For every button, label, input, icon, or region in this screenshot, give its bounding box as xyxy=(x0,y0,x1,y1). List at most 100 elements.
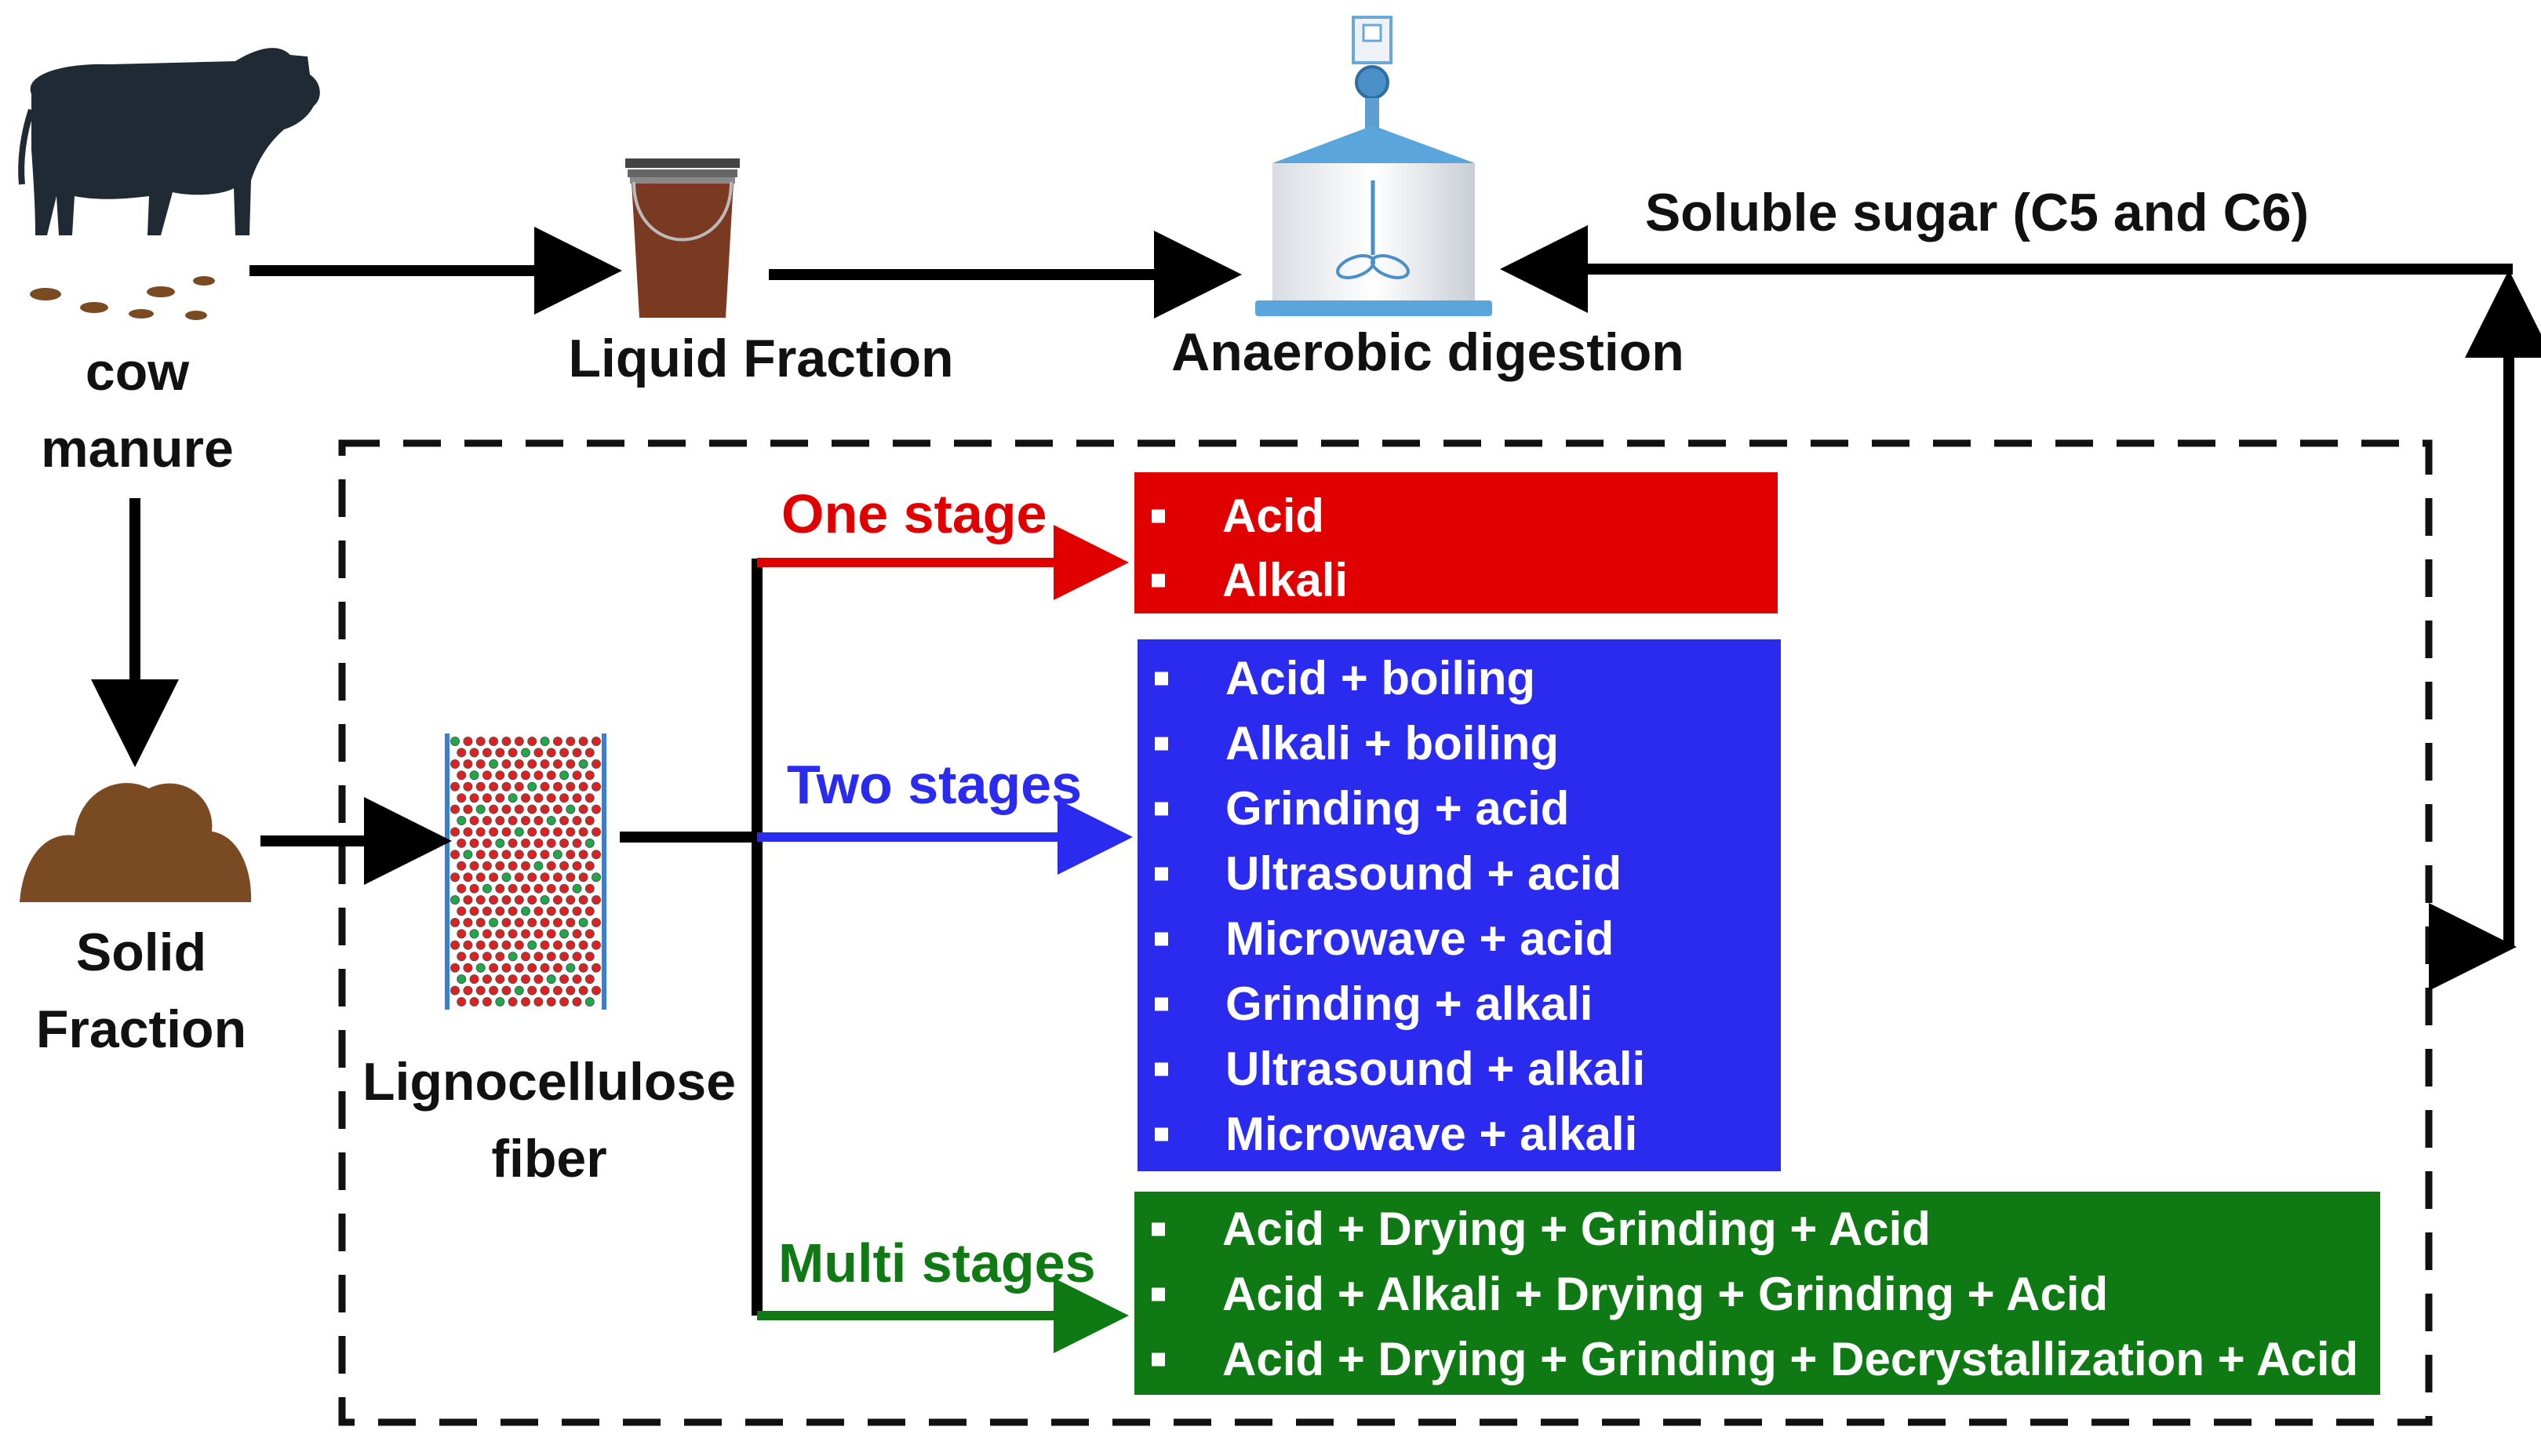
fiber-node xyxy=(578,985,588,996)
fiber-node xyxy=(482,952,492,962)
fiber-node xyxy=(463,804,473,814)
fiber-node xyxy=(546,974,556,985)
fiber-node xyxy=(533,883,544,894)
fiber-node xyxy=(552,759,562,769)
fiber-node xyxy=(566,781,576,792)
fiber-node xyxy=(482,997,492,1006)
fiber-node xyxy=(501,781,511,792)
fiber-node xyxy=(489,940,499,950)
fiber-node xyxy=(514,895,524,905)
fiber-node xyxy=(521,793,530,803)
list-item: Acid + Drying + Grinding + Decrystalliza… xyxy=(1152,1327,2380,1392)
fiber-node xyxy=(482,861,492,871)
fiber-node xyxy=(540,737,550,746)
fiber-node xyxy=(566,804,576,814)
fiber-node xyxy=(566,985,576,996)
fiber-node xyxy=(527,872,537,883)
fiber-node xyxy=(475,940,486,950)
fiber-node xyxy=(521,838,530,848)
fiber-node xyxy=(495,793,505,803)
fiber-node xyxy=(450,804,460,814)
fiber-node xyxy=(572,816,582,825)
fiber-node xyxy=(566,850,576,860)
fiber-node xyxy=(475,804,486,814)
fiber-node xyxy=(572,793,582,803)
fiber-node xyxy=(489,759,499,769)
fiber-node xyxy=(584,816,595,825)
fiber-node xyxy=(552,985,562,996)
fiber-node xyxy=(546,906,556,916)
bullet-icon xyxy=(1155,997,1168,1010)
fiber-node xyxy=(457,816,467,825)
fiber-node xyxy=(527,827,537,837)
fiber-node xyxy=(457,952,467,962)
fiber-node xyxy=(501,872,511,883)
fiber-node xyxy=(475,918,486,927)
fiber-node xyxy=(495,770,505,781)
fiber-node xyxy=(489,895,499,905)
fiber-node xyxy=(457,748,467,758)
cow-icon xyxy=(18,48,320,236)
fiber-node xyxy=(508,906,518,916)
fiber-node xyxy=(508,748,518,758)
fiber-node xyxy=(450,759,460,769)
manure-pile-icon xyxy=(20,783,252,902)
fiber-node xyxy=(540,985,550,996)
fiber-node xyxy=(450,963,460,973)
list-item: Microwave + alkali xyxy=(1155,1101,1781,1167)
two-stages-box: Acid + boiling Alkali + boiling Grinding… xyxy=(1138,639,1781,1171)
fiber-node xyxy=(463,985,473,996)
fiber-node xyxy=(552,918,562,927)
fiber-node xyxy=(521,929,530,939)
two-stages-label: Two stages xyxy=(787,754,1083,815)
fiber-node xyxy=(578,963,588,973)
bullet-icon xyxy=(1155,1062,1168,1076)
fiber-node xyxy=(546,929,556,939)
bullet-icon xyxy=(1155,1127,1168,1141)
fiber-node xyxy=(457,883,467,894)
liquid-fraction-label: Liquid Fraction xyxy=(568,329,954,388)
fiber-node xyxy=(514,759,524,769)
fiber-node xyxy=(559,974,570,985)
fiber-node xyxy=(463,827,473,837)
fiber-node xyxy=(566,895,576,905)
anaerobic-digestion-label: Anaerobic digestion xyxy=(1171,322,1684,382)
fiber-node xyxy=(508,838,518,848)
fiber-node xyxy=(463,872,473,883)
fiber-node xyxy=(475,850,486,860)
fiber-node xyxy=(533,929,544,939)
fiber-node xyxy=(527,985,537,996)
one-stage-label: One stage xyxy=(781,483,1047,544)
fiber-lattice-icon xyxy=(445,733,606,1010)
bullet-icon xyxy=(1155,932,1168,945)
list-item: Acid xyxy=(1152,484,1778,548)
bullet-icon xyxy=(1152,573,1165,588)
fiber-node xyxy=(457,974,467,985)
fiber-node xyxy=(514,940,524,950)
fiber-node xyxy=(546,997,556,1006)
digester-tank-icon xyxy=(1255,16,1492,316)
fiber-node xyxy=(527,940,537,950)
list-item: Alkali xyxy=(1152,548,1778,613)
fiber-node xyxy=(566,827,576,837)
fiber-node xyxy=(584,906,595,916)
fiber-node xyxy=(495,929,505,939)
fiber-node xyxy=(559,929,570,939)
fiber-node xyxy=(495,861,505,871)
fiber-node xyxy=(469,838,479,848)
fiber-node xyxy=(566,759,576,769)
fiber-node xyxy=(546,748,556,758)
fiber-node xyxy=(592,918,601,927)
fiber-node xyxy=(578,759,588,769)
fiber-node xyxy=(457,838,467,848)
solid-fraction-label: Solid Fraction xyxy=(35,923,247,1059)
fiber-node xyxy=(450,781,460,792)
fiber-node xyxy=(559,883,570,894)
fiber-node xyxy=(540,940,550,950)
fiber-node xyxy=(514,963,524,973)
bullet-icon xyxy=(1152,1222,1165,1236)
fiber-node xyxy=(521,770,530,781)
list-item: Ultrasound + alkali xyxy=(1155,1036,1781,1101)
fiber-node xyxy=(578,895,588,905)
fiber-node xyxy=(527,850,537,860)
